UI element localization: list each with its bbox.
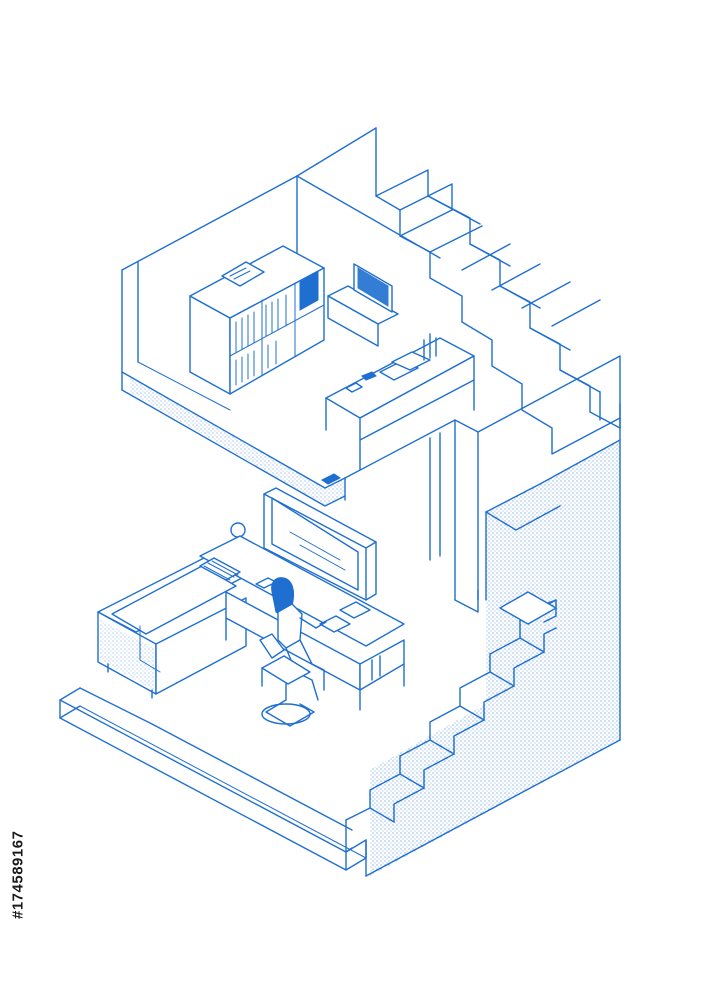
central-partition	[321, 355, 621, 613]
window	[263, 487, 377, 601]
lower-right-wall	[370, 429, 621, 876]
lower-floor-platform	[59, 687, 367, 871]
upper-sofa	[327, 263, 399, 347]
lower-staircase	[345, 591, 621, 877]
stock-image-id: #174589167	[9, 830, 27, 920]
upper-floor	[121, 127, 441, 507]
upper-desk	[325, 333, 475, 471]
office-chair	[259, 633, 315, 727]
lower-sofa	[97, 555, 247, 699]
bookshelf	[189, 245, 325, 395]
upper-staircase	[375, 127, 621, 455]
